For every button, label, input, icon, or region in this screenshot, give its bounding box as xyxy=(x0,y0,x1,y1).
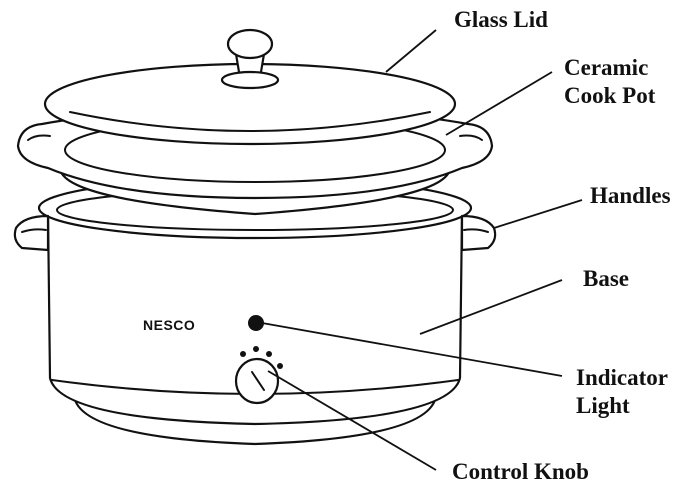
leader-ceramic-cook-pot xyxy=(445,71,553,136)
label-ceramic-line-1: Ceramic xyxy=(564,55,649,80)
left-handle xyxy=(13,214,50,252)
leader-control-knob xyxy=(267,370,437,471)
leader-glass-lid xyxy=(385,29,437,73)
glass-lid xyxy=(43,28,457,146)
label-control-knob: Control Knob xyxy=(452,459,589,484)
leader-handles xyxy=(493,199,583,229)
right-handle xyxy=(460,214,497,252)
leader-base xyxy=(419,279,563,335)
label-indicator-line-1: Indicator xyxy=(576,365,668,390)
control-knob xyxy=(234,346,283,405)
brand-logo: NESCO xyxy=(143,317,195,333)
label-base: Base xyxy=(583,266,629,291)
label-handles: Handles xyxy=(590,183,671,208)
label-ceramic-cook-pot: Ceramic Cook Pot xyxy=(564,54,655,110)
label-indicator-line-2: Light xyxy=(576,393,630,418)
label-glass-lid: Glass Lid xyxy=(454,7,548,32)
label-ceramic-line-2: Cook Pot xyxy=(564,83,656,108)
leader-indicator-light xyxy=(261,322,563,377)
indicator-light xyxy=(248,315,264,331)
base-housing xyxy=(37,176,473,446)
label-indicator-light: Indicator Light xyxy=(576,364,668,420)
